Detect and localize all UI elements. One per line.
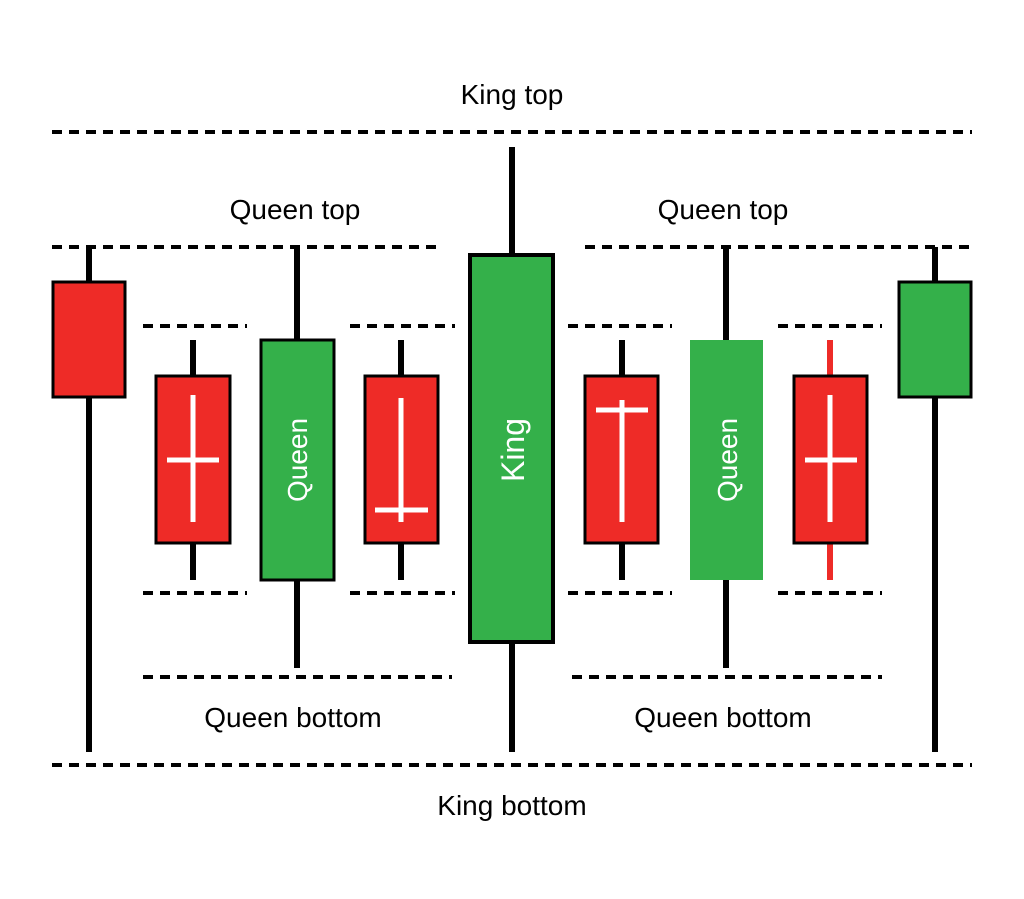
king-candle-label: King bbox=[495, 418, 531, 482]
candle-queen-green-right: Queen bbox=[690, 249, 763, 668]
candle-jack-red-1 bbox=[154, 340, 232, 580]
queen-top-label-right: Queen top bbox=[658, 194, 789, 225]
candle-outer-right-green bbox=[897, 247, 973, 752]
queen-top-label-left: Queen top bbox=[230, 194, 361, 225]
queen-candle-label-left: Queen bbox=[282, 418, 313, 502]
candle-queen-green-left: Queen bbox=[259, 249, 336, 668]
candle-king-green: King bbox=[468, 147, 555, 752]
queen-bottom-label-right: Queen bottom bbox=[634, 702, 811, 733]
candle-jack-red-2 bbox=[363, 340, 440, 580]
king-bottom-label: King bottom bbox=[437, 790, 586, 821]
candle-outer-left-red bbox=[51, 247, 127, 752]
queen-bottom-label-left: Queen bottom bbox=[204, 702, 381, 733]
queen-candle-label-right: Queen bbox=[712, 418, 743, 502]
candle-jack-red-3 bbox=[583, 340, 660, 580]
candle-jack-red-4 bbox=[792, 340, 869, 580]
king-top-label: King top bbox=[461, 79, 564, 110]
